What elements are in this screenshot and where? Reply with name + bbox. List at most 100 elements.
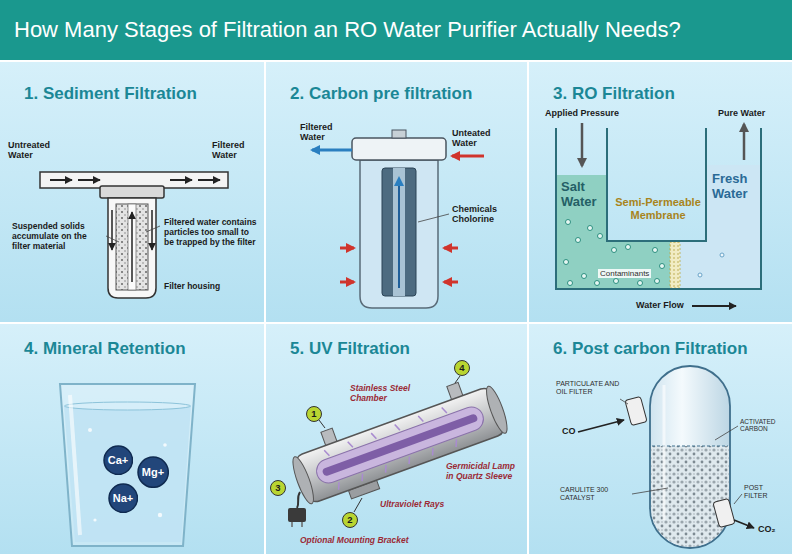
mineral-ion: Ca+: [103, 445, 134, 476]
sediment-filter: [170, 179, 192, 181]
post-carbon-filter: [663, 385, 666, 520]
sediment-filter: [131, 212, 133, 282]
post-carbon-filter: [625, 396, 647, 425]
contaminant-bubbles: [626, 245, 631, 250]
label-anchor: Contaminants: [598, 262, 658, 280]
uv-chamber: [324, 406, 459, 489]
ion-circle: [138, 457, 168, 487]
contaminant-bubbles: [568, 281, 573, 286]
part-label: Chemicals Cholorine: [452, 204, 516, 225]
ro-tank: [698, 273, 702, 277]
post-carbon-filter: [578, 420, 624, 432]
part-label: Ultraviolet Rays: [380, 500, 470, 510]
callout-number: 3: [270, 480, 286, 496]
label-anchor: Semi-Permeable Membrane: [612, 196, 704, 221]
panel-ground: [0, 62, 264, 322]
water-glass: [65, 402, 191, 410]
label-anchor: Ultraviolet Rays: [380, 500, 470, 510]
callout-number: 1: [306, 406, 322, 422]
part-label: PARTICULATE AND OIL FILTER: [556, 380, 630, 396]
uv-chamber: [271, 361, 515, 528]
ro-tank: [557, 175, 676, 288]
stage-panel: 5. UV Filtration: [266, 324, 527, 554]
gas-label: CO₂: [758, 524, 784, 534]
part-label: Filter housing: [164, 282, 254, 292]
label-anchor: 2: [342, 512, 358, 528]
label-anchor: CO: [562, 426, 582, 436]
note-label: Suspended solids accumulate on the filte…: [12, 222, 104, 251]
contaminant-bubbles: [566, 220, 571, 225]
label-anchor: Unteated Water: [452, 128, 512, 149]
carbon-filter: [444, 247, 458, 250]
carbon-filter: [340, 247, 354, 250]
uv-chamber: [284, 371, 514, 514]
part-label: POST FILTER: [744, 484, 784, 500]
contaminant-bubbles: [595, 281, 600, 286]
post-carbon-filter: [620, 399, 628, 404]
label-anchor: Chemicals Cholorine: [452, 204, 516, 225]
stream-label: Unteated Water: [452, 128, 512, 149]
callout-number: 2: [342, 512, 358, 528]
contaminant-bubbles: [564, 260, 569, 265]
ro-tank: [676, 165, 760, 288]
water-glass: [60, 384, 195, 546]
ion-symbol: Na+: [113, 492, 134, 504]
sediment-filter: [146, 226, 160, 232]
water-glass: [70, 395, 80, 535]
water-glass: [158, 513, 162, 517]
stream-label: Untreated Water: [8, 140, 66, 161]
part-label: Germicidal Lamp in Quartz Sleeve: [446, 462, 524, 482]
label-anchor: POST FILTER: [744, 484, 784, 500]
uv-chamber: [293, 386, 507, 505]
label-anchor: CO₂: [758, 524, 784, 534]
ro-tank: [670, 242, 680, 288]
contaminant-bubbles: [612, 248, 617, 253]
ro-tank: [743, 124, 746, 160]
water-glass: [60, 384, 195, 546]
stage-panel: 2. Carbon pre filtration: [266, 62, 527, 322]
ion-circle: [109, 484, 138, 513]
post-carbon-filter: [578, 366, 754, 548]
membrane-label: Semi-Permeable Membrane: [612, 196, 704, 221]
label-anchor: Filtered Water: [212, 140, 262, 161]
part-label: ACTIVATED CARBON: [740, 418, 786, 433]
uv-chamber: [483, 384, 511, 435]
ro-tank: [581, 123, 584, 166]
carbon-filter: [352, 138, 446, 160]
panel-heading: 2. Carbon pre filtration: [290, 84, 472, 104]
sediment-filter: [128, 204, 136, 290]
ro-tank: [556, 123, 761, 306]
carbon-filter: [452, 155, 484, 158]
region-label: Fresh Water: [712, 172, 758, 202]
sediment-filter: [111, 210, 113, 250]
force-label: Applied Pressure: [545, 108, 645, 118]
region-label: Salt Water: [561, 180, 605, 210]
panel-heading: 6. Post carbon Filtration: [553, 339, 748, 359]
panel-heading: 3. RO Filtration: [553, 84, 675, 104]
carbon-filter: [340, 281, 354, 284]
callout-circle: [343, 513, 358, 528]
uv-chamber: [291, 522, 293, 527]
sediment-filter: [108, 198, 156, 298]
contaminant-bubbles: [576, 238, 581, 243]
ro-tank: [692, 305, 736, 307]
carbon-filter: [418, 214, 449, 222]
uv-chamber: [289, 455, 317, 506]
post-carbon-filter: [734, 520, 754, 528]
contaminant-bubbles: [598, 234, 603, 239]
label-anchor: PARTICULATE AND OIL FILTER: [556, 380, 630, 396]
ion-symbol: Mg+: [142, 466, 164, 478]
uv-chamber: [288, 508, 306, 522]
label-anchor: Filtered Water: [300, 122, 348, 143]
carbon-filter: [444, 281, 458, 284]
contaminant-bubbles: [614, 279, 619, 284]
stream-label: Filtered Water: [300, 122, 348, 143]
sediment-filter: [50, 179, 72, 181]
note-label: Filtered water contains particles too sm…: [164, 218, 260, 247]
post-carbon-filter: [713, 498, 735, 527]
callout-circle: [307, 407, 322, 422]
panel-ground: [266, 324, 527, 554]
carbon-filter: [392, 130, 406, 138]
